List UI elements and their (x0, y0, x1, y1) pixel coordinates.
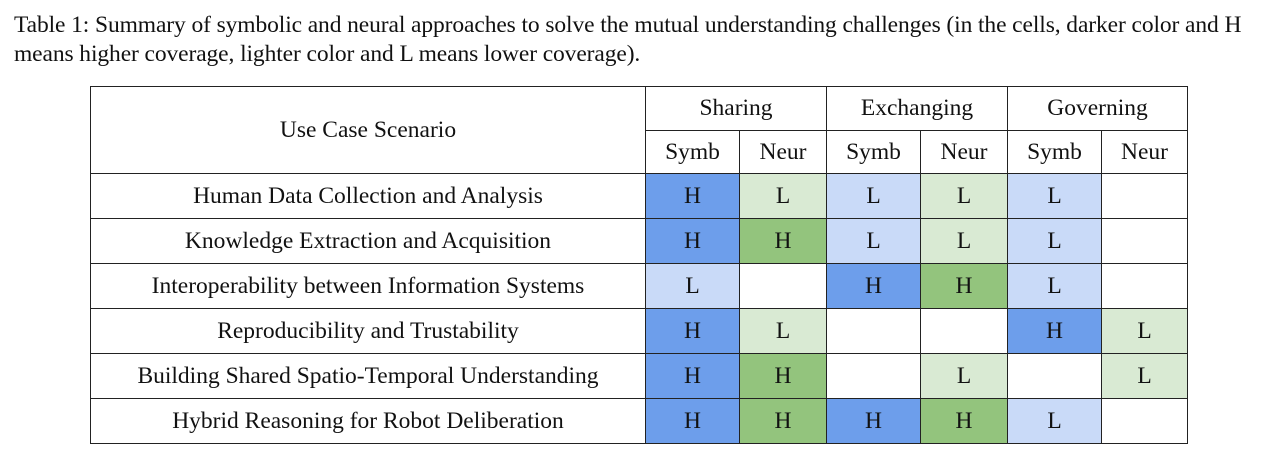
group-header-row: Use Case Scenario Sharing Exchanging Gov… (90, 86, 1188, 174)
group-header-sharing: Sharing (645, 86, 827, 131)
scenario-cell: Knowledge Extraction and Acquisition (90, 218, 646, 264)
table-row: Interoperability between Information Sys… (90, 263, 1188, 309)
coverage-cell-sharing-symb: H (645, 398, 740, 444)
scenario-cell: Hybrid Reasoning for Robot Deliberation (90, 398, 646, 444)
coverage-cell-sharing-symb: L (645, 263, 740, 309)
coverage-cell-exchanging-symb (826, 353, 921, 399)
coverage-cell-sharing-symb: H (645, 353, 740, 399)
group-header-exchanging: Exchanging (826, 86, 1008, 131)
subheader-sharing-neur: Neur (739, 130, 827, 174)
subheader-exchanging-neur: Neur (920, 130, 1008, 174)
coverage-cell-exchanging-neur: L (920, 353, 1008, 399)
coverage-cell-governing-symb: L (1007, 263, 1102, 309)
coverage-cell-governing-neur: L (1101, 353, 1188, 399)
coverage-cell-sharing-symb: H (645, 308, 740, 354)
scenario-header: Use Case Scenario (90, 86, 646, 174)
group-header-governing: Governing (1007, 86, 1188, 131)
coverage-table: Use Case Scenario Sharing Exchanging Gov… (90, 86, 1188, 444)
coverage-cell-exchanging-neur: H (920, 398, 1008, 444)
coverage-cell-sharing-symb: H (645, 173, 740, 219)
coverage-cell-governing-neur (1101, 263, 1188, 309)
coverage-cell-exchanging-symb: H (826, 263, 921, 309)
coverage-cell-exchanging-symb: L (826, 173, 921, 219)
coverage-cell-governing-neur (1101, 398, 1188, 444)
coverage-cell-exchanging-symb (826, 308, 921, 354)
coverage-cell-exchanging-neur: L (920, 173, 1008, 219)
coverage-cell-sharing-neur: H (739, 398, 827, 444)
coverage-cell-sharing-symb: H (645, 218, 740, 264)
coverage-cell-sharing-neur: L (739, 173, 827, 219)
subheader-sharing-symb: Symb (645, 130, 740, 174)
coverage-cell-sharing-neur: H (739, 353, 827, 399)
subheader-governing-neur: Neur (1101, 130, 1188, 174)
coverage-cell-exchanging-symb: H (826, 398, 921, 444)
coverage-cell-governing-neur: L (1101, 308, 1188, 354)
table-caption: Table 1: Summary of symbolic and neural … (14, 12, 1242, 67)
subheader-exchanging-symb: Symb (826, 130, 921, 174)
subheader-governing-symb: Symb (1007, 130, 1102, 174)
scenario-cell: Building Shared Spatio-Temporal Understa… (90, 353, 646, 399)
coverage-cell-exchanging-neur (920, 308, 1008, 354)
coverage-cell-sharing-neur: L (739, 308, 827, 354)
coverage-cell-governing-symb (1007, 353, 1102, 399)
coverage-cell-governing-symb: L (1007, 173, 1102, 219)
coverage-cell-exchanging-symb: L (826, 218, 921, 264)
coverage-cell-governing-neur (1101, 173, 1188, 219)
coverage-cell-governing-symb: L (1007, 218, 1102, 264)
coverage-cell-governing-neur (1101, 218, 1188, 264)
coverage-cell-sharing-neur: H (739, 218, 827, 264)
coverage-cell-exchanging-neur: H (920, 263, 1008, 309)
coverage-cell-sharing-neur (739, 263, 827, 309)
table-row: Building Shared Spatio-Temporal Understa… (90, 353, 1188, 399)
coverage-cell-governing-symb: L (1007, 398, 1102, 444)
coverage-cell-governing-symb: H (1007, 308, 1102, 354)
scenario-cell: Interoperability between Information Sys… (90, 263, 646, 309)
coverage-cell-exchanging-neur: L (920, 218, 1008, 264)
scenario-cell: Reproducibility and Trustability (90, 308, 646, 354)
scenario-cell: Human Data Collection and Analysis (90, 173, 646, 219)
